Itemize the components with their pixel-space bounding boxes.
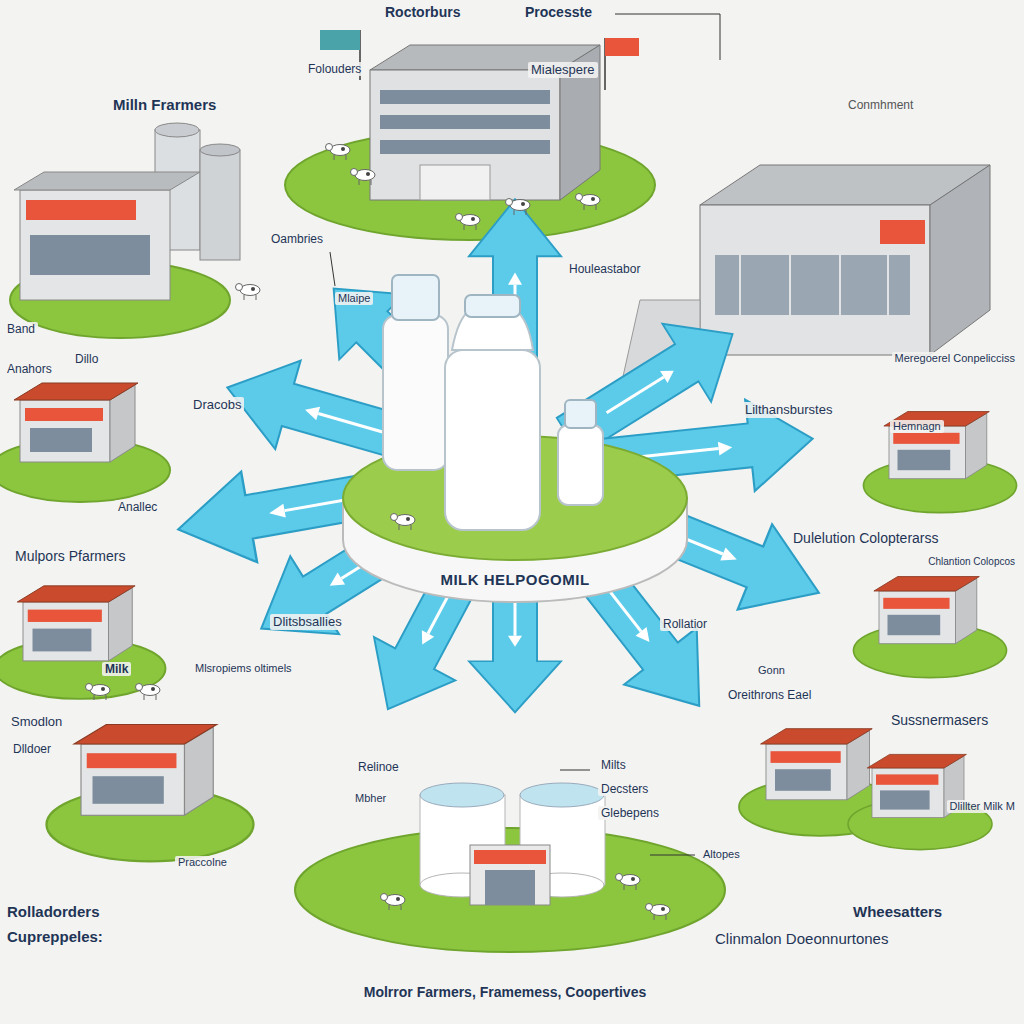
label-text: Wheesatters [850,903,945,921]
label-text: Milk [102,662,131,676]
label-text: Rollatior [660,617,710,631]
label-text: Praccolne [175,856,230,869]
label-text: Cupreppeles: [4,928,106,946]
label-text: Clinmalon Doeonnurtones [712,930,891,948]
label-text: Folouders [305,62,364,76]
label-text: Dlillter Milk M [947,800,1018,813]
label-text: Hemnagn [890,420,944,433]
label-text: Mulpors Pfarmers [12,548,128,565]
label-text: Rolladorders [4,903,103,921]
label-text: Relinoe [355,760,402,774]
label-text: Houleastabor [566,262,643,276]
label-text: Band [4,322,38,336]
hub-platform: MILK HELPOGOMIL [440,571,589,589]
label-text: Dillo [72,352,101,366]
label-text: Roctorburs [382,4,463,21]
label-text: Mlsropiems oltimels [192,662,295,675]
caption-text: Molrror Farmers, Framemess, Coopertives [361,984,649,1001]
label-text: Dulelution Colopterarss [790,530,942,547]
label-text: Decsters [598,782,651,796]
label-text: Gonn [755,664,788,677]
label-text: Dlitsbsallies [270,614,345,630]
label-text: Glebepens [598,806,662,820]
label-text: Dlldoer [10,742,54,756]
label-text: Processte [522,4,595,21]
label-text: Milln Frarmers [110,96,219,114]
label-text: Dracobs [190,397,244,413]
label-text: Mbher [352,792,389,805]
label-text: Chlantion Colopcos [925,556,1018,568]
label-text: Sussnermasers [888,712,991,729]
label-text: Anallec [115,500,160,514]
label-text: Mlaipe [335,292,373,305]
platform-label: MILK HELPOGOMIL [440,571,589,589]
label-text: Anahors [4,362,55,376]
label-text: Mialespere [528,62,598,78]
label-text: Oreithrons Eael [725,688,814,702]
label-text: Oambries [268,232,326,246]
label-text: Altopes [700,848,743,861]
label-text: Lilthansburstes [742,402,835,418]
label-text: Milts [598,758,629,772]
label-text: Conmhment [845,98,916,112]
label-text: Smodlon [8,714,65,730]
label-text: Meregoerel Conpelicciss [892,352,1018,365]
